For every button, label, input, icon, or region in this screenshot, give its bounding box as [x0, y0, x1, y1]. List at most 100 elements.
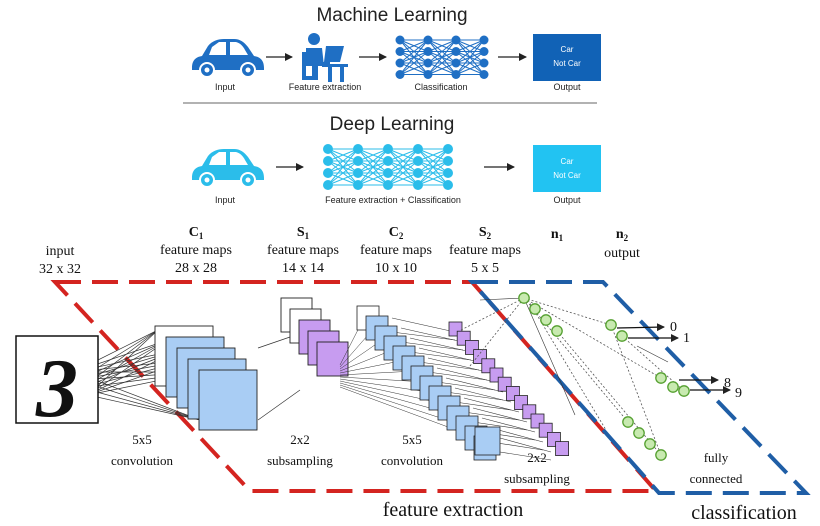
network-node: [423, 58, 433, 68]
connection-line: [391, 317, 456, 333]
neuron-node: [655, 449, 667, 461]
neuron-node: [529, 303, 541, 315]
network-edge: [357, 172, 389, 186]
network-node: [413, 168, 423, 178]
connection-line: [463, 411, 520, 421]
header-n2: n2: [616, 227, 629, 243]
connection-line: [436, 367, 496, 383]
c2-feature-maps: [356, 305, 501, 461]
person-at-computer-icon: [302, 33, 348, 82]
network-edge: [455, 51, 485, 75]
network-edge: [357, 148, 389, 174]
ml-output-notcar: Not Car: [553, 59, 581, 68]
network-edge: [417, 148, 449, 174]
dotted-connection: [523, 297, 612, 326]
connection-line: [418, 347, 480, 363]
network-edge: [387, 172, 419, 186]
connection-line: [409, 351, 472, 361]
op-sub2-l1: 2x2: [527, 450, 547, 465]
neuron-node: [551, 325, 563, 337]
network-edge: [417, 172, 449, 186]
feature-map: [198, 369, 258, 431]
connection-line: [499, 437, 552, 453]
network-node: [383, 180, 393, 190]
header-c2-l2: 10 x 10: [375, 261, 417, 276]
network-edge: [327, 172, 359, 186]
op-conv1-l2: convolution: [111, 453, 174, 468]
neuron-node: [605, 319, 617, 331]
op-sub2-l2: subsampling: [504, 471, 570, 486]
connection-line: [445, 391, 504, 401]
car-icon: [192, 149, 264, 188]
network-edge: [455, 39, 485, 52]
connection-line: [436, 381, 496, 391]
output-1: 1: [683, 331, 690, 346]
network-node: [323, 168, 333, 178]
network-edge: [357, 160, 389, 186]
connection-line: [400, 327, 464, 343]
neuron-node: [667, 381, 679, 393]
network-node: [443, 144, 453, 154]
network-node: [479, 35, 489, 45]
network-node: [395, 58, 405, 68]
ml-output-label: Output: [553, 82, 581, 92]
classification-region: [467, 280, 811, 495]
network-node: [423, 35, 433, 45]
connection-line: [454, 401, 512, 411]
header-input: input: [46, 244, 75, 259]
connection-line: [472, 407, 528, 423]
network-node: [395, 70, 405, 79]
network-edge: [399, 39, 429, 64]
dl-combined-label: Feature extraction + Classification: [325, 195, 461, 205]
network-node: [383, 168, 393, 178]
network-edge: [387, 160, 419, 186]
network-edge: [455, 39, 485, 64]
network-node: [423, 47, 433, 56]
network-node: [413, 180, 423, 190]
c1-feature-maps: [154, 325, 258, 431]
header-c1: C1: [189, 225, 204, 241]
network-edge: [327, 148, 359, 186]
dl-input-label: Input: [215, 195, 236, 205]
neuron-node: [655, 372, 667, 384]
network-node: [413, 144, 423, 154]
connection-line: [87, 329, 159, 396]
network-node: [443, 180, 453, 190]
network-edge: [399, 62, 429, 75]
connection-line: [400, 341, 464, 351]
network-node: [323, 180, 333, 190]
dotted-connection: [556, 330, 662, 456]
input-image: [15, 335, 99, 424]
network-node: [479, 70, 489, 79]
network-edge: [357, 148, 389, 186]
header-s1: S1: [297, 225, 310, 241]
header-c1-l2: 28 x 28: [175, 261, 217, 276]
network-edge: [399, 39, 429, 52]
network-edge: [417, 148, 449, 186]
network-node: [353, 144, 363, 154]
connection-line: [523, 297, 576, 416]
connection-line: [427, 371, 488, 381]
network-node: [451, 70, 461, 79]
connection-line: [636, 345, 669, 363]
network-node: [353, 156, 363, 166]
neuron-node: [540, 314, 552, 326]
header-c2-l1: feature maps: [360, 243, 432, 258]
classification-label: classification: [691, 502, 797, 524]
input-digit: 3: [35, 342, 78, 435]
dl-output-label: Output: [553, 195, 581, 205]
ml-output-car: Car: [561, 45, 574, 54]
network-node: [443, 168, 453, 178]
network-node: [451, 47, 461, 56]
connection-line: [479, 297, 525, 301]
network-edge: [357, 148, 389, 162]
header-s2-l2: 5 x 5: [471, 261, 499, 276]
network-edge: [427, 51, 457, 75]
network-edge: [427, 39, 457, 52]
ml-classification-label: Classification: [414, 82, 467, 92]
neuron-node: [518, 292, 530, 304]
network-node: [383, 156, 393, 166]
output-8: 8: [724, 376, 731, 391]
connection-line: [391, 331, 456, 341]
connection-line: [427, 357, 488, 373]
